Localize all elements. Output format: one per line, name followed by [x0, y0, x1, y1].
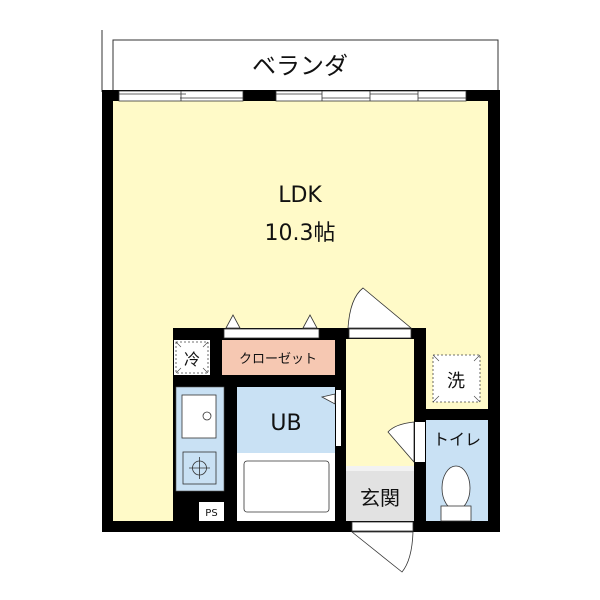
balcony-window-right: [275, 90, 467, 102]
fridge-label: 冷: [184, 350, 200, 369]
balcony-label: ベランダ: [252, 52, 348, 80]
inner-wall: [426, 409, 500, 420]
washer-label: 洗: [447, 371, 465, 392]
toilet-bowl: [441, 465, 471, 511]
closet-door[interactable]: [223, 314, 320, 339]
toilet-door[interactable]: [415, 422, 425, 462]
entrance-door[interactable]: [351, 521, 414, 532]
ldk-size: 10.3帖: [265, 221, 336, 246]
toilet-label: トイレ: [433, 430, 481, 449]
balcony-window-left: [118, 90, 244, 102]
ldk-label: LDK: [278, 183, 322, 208]
bath-label: UB: [270, 411, 301, 436]
washer-space: [432, 354, 481, 403]
entrance: [346, 471, 414, 521]
bathtub: [243, 460, 330, 513]
closet-label: クローゼット: [239, 352, 317, 367]
balcony: ベランダ: [101, 30, 499, 93]
unit-bath: [237, 387, 335, 453]
ps-label: PS: [205, 508, 217, 519]
kitchen: [175, 386, 225, 492]
fridge-space: [175, 341, 209, 374]
entrance-label: 玄関: [360, 486, 400, 510]
closet: [222, 340, 335, 375]
hall-door[interactable]: [348, 328, 412, 339]
ps-box: [199, 502, 224, 521]
bath-door[interactable]: [336, 390, 341, 446]
